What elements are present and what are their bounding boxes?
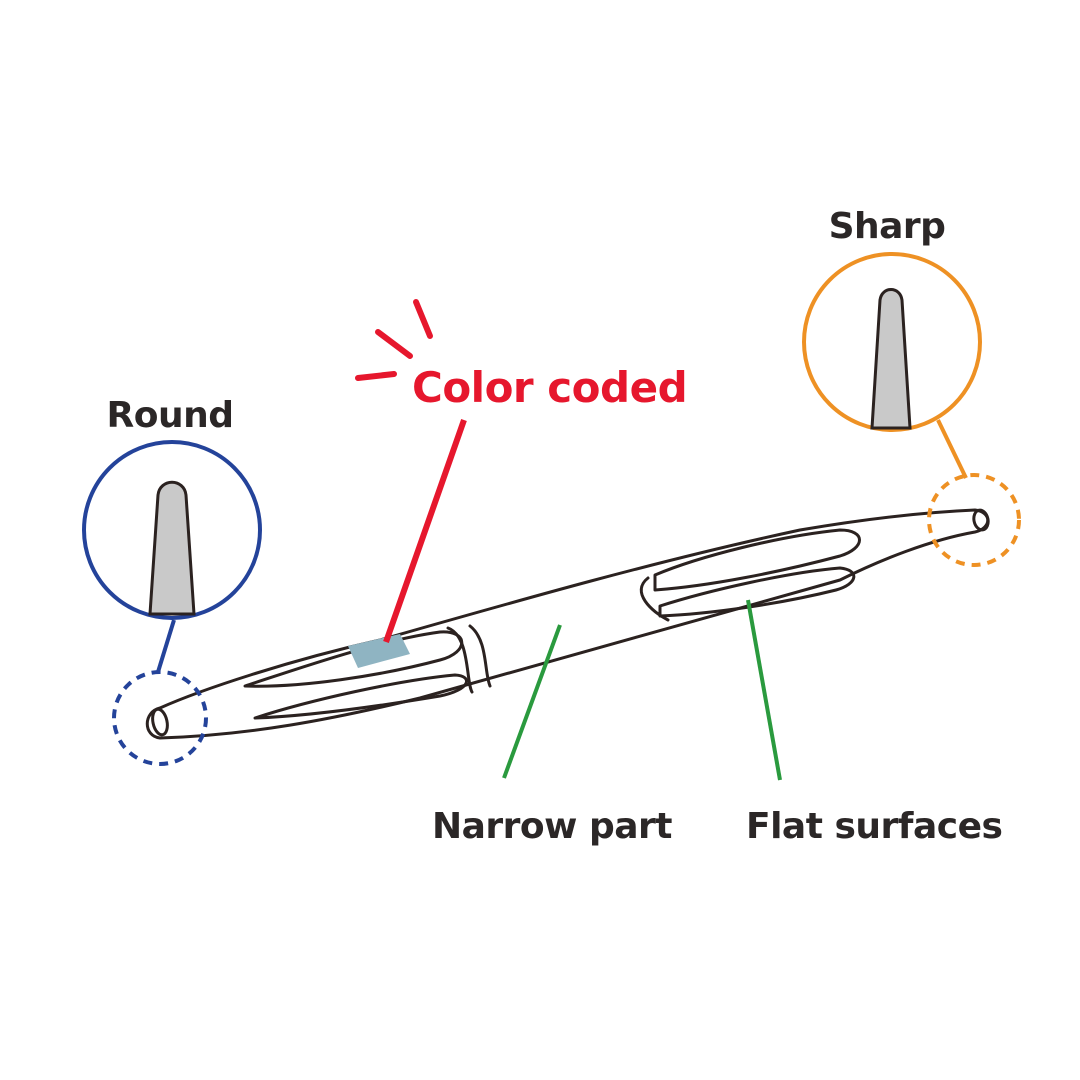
left-flat-surface-bottom bbox=[253, 673, 468, 720]
tool-end-cap-left bbox=[151, 707, 169, 737]
narrow-part-leader-line bbox=[502, 624, 562, 779]
color-coded-leader-line bbox=[383, 419, 467, 643]
color-coded-callout: Color coded bbox=[355, 299, 688, 643]
flat-surfaces-callout: Flat surfaces bbox=[746, 599, 1003, 847]
tool-end-cap-right bbox=[972, 508, 990, 532]
left-collar-inner bbox=[468, 624, 492, 688]
flat-surfaces-label: Flat surfaces bbox=[746, 806, 1002, 847]
round-tip-dashed-circle bbox=[112, 670, 208, 766]
sharp-tip-icon bbox=[870, 288, 912, 430]
right-flat-surface-top bbox=[653, 528, 861, 592]
flat-surfaces-leader-line bbox=[746, 599, 782, 781]
sharp-leader-line bbox=[936, 419, 968, 479]
round-callout: Round bbox=[82, 395, 262, 766]
sharp-label: Sharp bbox=[829, 206, 946, 247]
sharp-tip-dashed-circle bbox=[927, 473, 1021, 567]
round-tip-icon bbox=[148, 480, 196, 616]
narrow-part-callout: Narrow part bbox=[432, 624, 673, 847]
emphasis-tick-2 bbox=[375, 329, 413, 359]
tool-body bbox=[145, 508, 990, 740]
round-leader-line bbox=[156, 619, 176, 673]
emphasis-tick-1 bbox=[355, 371, 397, 381]
narrow-part-label: Narrow part bbox=[432, 806, 672, 847]
tool-outline bbox=[145, 508, 990, 740]
left-collar bbox=[446, 626, 474, 694]
emphasis-tick-3 bbox=[413, 299, 433, 339]
color-coded-label: Color coded bbox=[412, 363, 687, 412]
right-flat-surface-bottom bbox=[658, 566, 856, 618]
round-label: Round bbox=[107, 395, 234, 436]
sharp-callout: Sharp bbox=[802, 206, 1021, 567]
right-collar bbox=[639, 576, 670, 622]
color-band bbox=[348, 634, 410, 668]
